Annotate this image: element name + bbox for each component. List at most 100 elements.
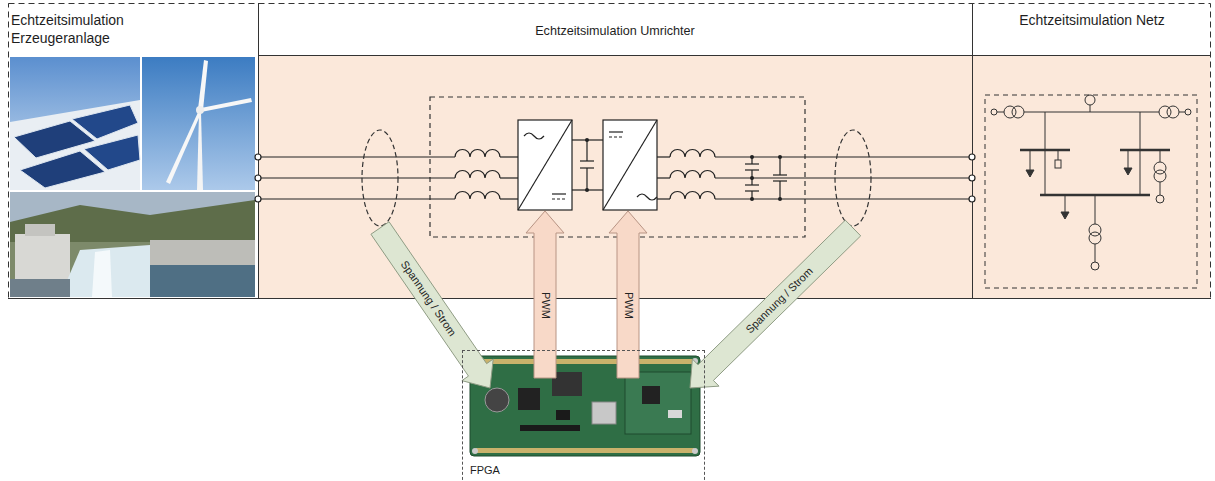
grid-diagram xyxy=(1024,112,1159,113)
pwm-arrow xyxy=(526,211,564,378)
pwm-arrow xyxy=(609,211,647,378)
solar-photo xyxy=(10,100,140,190)
hydro-plant-photo xyxy=(10,192,255,297)
converter-circuit xyxy=(500,156,518,157)
fpga-board-photo xyxy=(692,448,698,454)
converter-circuit xyxy=(773,174,787,175)
fpga-board-photo xyxy=(518,388,540,410)
grid-diagram xyxy=(1020,149,1070,152)
converter-circuit xyxy=(500,177,518,178)
frame xyxy=(9,4,1211,299)
wind-turbine-photo xyxy=(196,106,204,114)
arrow-label: PWM xyxy=(621,290,634,321)
converter-circuit xyxy=(745,163,759,164)
converter-circuit xyxy=(455,150,500,158)
grid-diagram xyxy=(1012,106,1024,118)
panel-title: Echtzeitsimulation Umrichter xyxy=(258,23,972,39)
frame xyxy=(8,3,1211,299)
hydro-plant-photo xyxy=(60,245,150,297)
grid-diagram xyxy=(1128,150,1129,168)
arrow-label: PWM xyxy=(538,290,551,321)
converter-circuit xyxy=(637,194,657,200)
converter-circuit xyxy=(500,198,518,199)
hydro-plant-photo xyxy=(150,240,255,265)
grid-diagram xyxy=(997,112,1004,113)
fpga-board-photo xyxy=(470,356,700,456)
board-label: FPGA xyxy=(470,463,500,477)
grid-diagram xyxy=(991,109,997,115)
converter-circuit xyxy=(430,97,805,237)
grid-diagram xyxy=(1091,262,1099,270)
converter-circuit xyxy=(657,177,670,178)
grid-diagram xyxy=(1095,244,1096,262)
wind-turbine-photo xyxy=(197,112,203,190)
converter-circuit xyxy=(258,177,455,178)
converter-circuit xyxy=(586,140,587,161)
fpga-board-photo xyxy=(472,448,478,454)
wind-turbine-photo xyxy=(142,57,255,190)
grid-panel: Echtzeitsimulation Netz xyxy=(972,3,1212,298)
converter-circuit xyxy=(255,196,261,202)
converter-circuit xyxy=(585,188,589,192)
converter-circuit xyxy=(750,197,754,201)
converter-circuit xyxy=(258,156,455,157)
converter-circuit xyxy=(585,138,589,142)
converter-circuit xyxy=(969,154,975,160)
grid-diagram xyxy=(1167,106,1179,118)
fpga-box: FPGA xyxy=(462,350,705,481)
fpga-board-photo xyxy=(625,372,691,434)
converter-circuit xyxy=(524,133,544,139)
wind-turbine-photo xyxy=(198,60,208,110)
converter-circuit xyxy=(745,184,759,185)
converter-circuit xyxy=(255,154,261,160)
converter-circuit xyxy=(603,120,657,210)
grid-diagram xyxy=(1089,232,1101,244)
converter-circuit xyxy=(609,136,623,137)
grid-diagram xyxy=(1160,150,1161,162)
fpga-board-photo xyxy=(470,356,700,456)
wind-turbine-photo xyxy=(201,98,252,112)
converter-circuit xyxy=(258,198,455,199)
hydro-plant-photo xyxy=(150,265,255,297)
converter-circuit xyxy=(455,171,500,178)
frame xyxy=(258,55,1210,56)
converter-circuit xyxy=(670,150,715,158)
grid-diagram xyxy=(1090,105,1091,112)
converter-circuit xyxy=(969,196,975,202)
converter-circuit xyxy=(362,130,398,226)
grid-diagram xyxy=(1095,195,1096,224)
converter-circuit xyxy=(552,193,566,194)
converter-circuit xyxy=(580,160,594,161)
converter-circuit xyxy=(750,176,754,180)
wind-turbine-photo xyxy=(166,108,202,184)
solar-photo xyxy=(84,135,140,170)
converter-circuit xyxy=(670,192,715,199)
converter-circuit xyxy=(455,192,500,199)
converter-circuit xyxy=(255,175,261,181)
grid-diagram xyxy=(1185,109,1191,115)
hydro-plant-photo xyxy=(25,224,55,236)
converter-circuit xyxy=(657,156,670,157)
grid-diagram xyxy=(1061,212,1069,219)
converter-circuit xyxy=(778,197,782,201)
grid-diagram xyxy=(1179,112,1185,113)
converter-circuit xyxy=(585,138,782,201)
grid-diagram xyxy=(1058,150,1059,160)
measurement-arrow xyxy=(690,220,861,388)
converter-circuit xyxy=(670,171,715,178)
panel-title: Echtzeitsimulation Netz xyxy=(1017,11,1167,29)
hydro-plant-photo xyxy=(92,250,112,297)
panel-ground xyxy=(972,55,1210,298)
converter-circuit xyxy=(779,157,780,175)
grid-diagram xyxy=(1154,170,1166,182)
solar-photo xyxy=(10,57,140,190)
grid-diagram xyxy=(1030,150,1031,170)
grid-diagram xyxy=(1065,195,1066,212)
converter-circuit xyxy=(969,175,975,181)
converter-circuit xyxy=(518,120,572,210)
converter-circuit xyxy=(609,131,623,132)
